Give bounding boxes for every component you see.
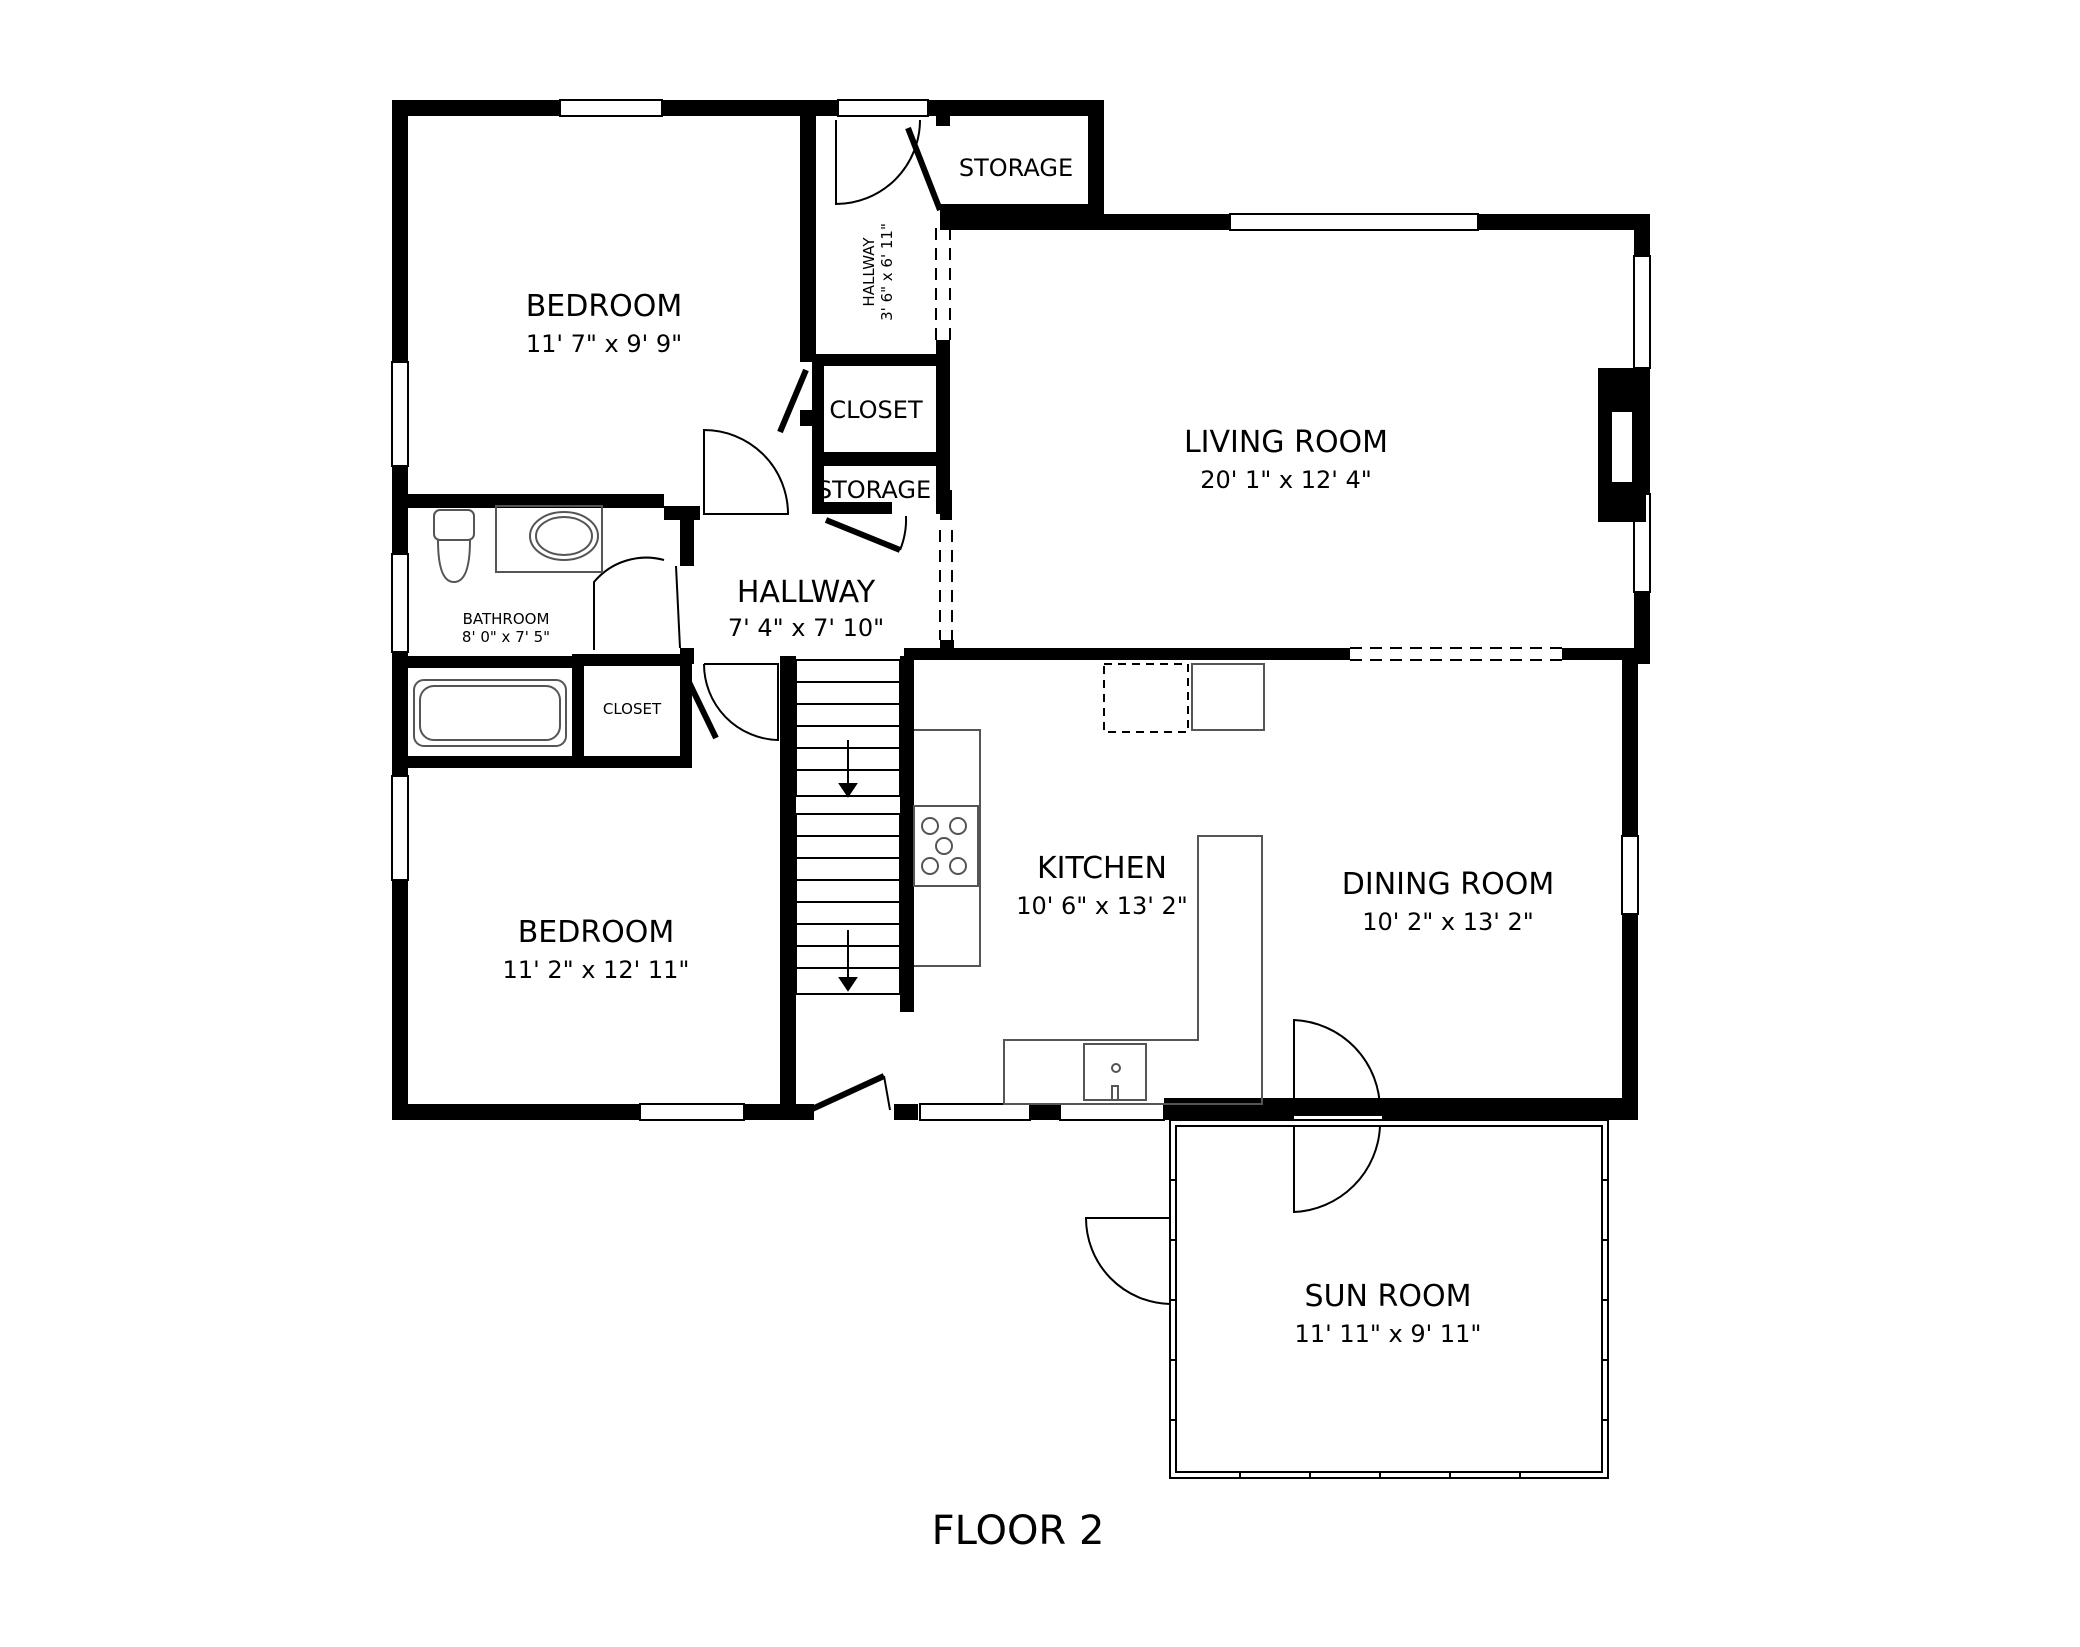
stairs	[795, 659, 901, 995]
living-room-name: LIVING ROOM	[1184, 425, 1388, 460]
storage-top-name: STORAGE	[959, 154, 1073, 182]
kitchen-dims: 10' 6" x 13' 2"	[1016, 892, 1188, 920]
kitchen-name: KITCHEN	[1037, 851, 1167, 886]
sun-room-dims: 11' 11" x 9' 11"	[1295, 1320, 1482, 1348]
closet-upper-name: CLOSET	[829, 396, 923, 424]
storage-mid-name: STORAGE	[817, 476, 931, 504]
hallway-main-name: HALLWAY	[737, 575, 876, 610]
bathroom-name: BATHROOM	[463, 610, 550, 628]
bedroom-bottom-name: BEDROOM	[518, 915, 675, 950]
dining-room-dims: 10' 2" x 13' 2"	[1362, 908, 1534, 936]
fireplace	[1598, 368, 1646, 522]
bedroom-top-dims: 11' 7" x 9' 9"	[526, 330, 682, 358]
fixtures	[413, 505, 1265, 1105]
hallway-small-label: HALLWAY 3' 6" x 6' 11"	[860, 223, 896, 321]
bedroom-bottom-dims: 11' 2" x 12' 11"	[503, 956, 690, 984]
living-room-dims: 20' 1" x 12' 4"	[1200, 466, 1372, 494]
room-labels: BEDROOM 11' 7" x 9' 9" LIVING ROOM 20' 1…	[462, 154, 1554, 1348]
bathroom-dims: 8' 0" x 7' 5"	[462, 628, 550, 646]
floor-label: FLOOR 2	[932, 1508, 1105, 1554]
sun-room-walls	[1169, 1119, 1609, 1479]
closet-lower-name: CLOSET	[603, 700, 662, 718]
hallway-main-dims: 7' 4" x 7' 10"	[728, 614, 884, 642]
doors	[593, 119, 1382, 1305]
openings	[935, 228, 1562, 661]
sun-room-name: SUN ROOM	[1305, 1279, 1472, 1314]
dining-room-name: DINING ROOM	[1342, 867, 1554, 902]
bedroom-top-name: BEDROOM	[526, 289, 683, 324]
hallway-small-name: HALLWAY	[860, 237, 878, 307]
hallway-small-dims: 3' 6" x 6' 11"	[878, 223, 896, 321]
